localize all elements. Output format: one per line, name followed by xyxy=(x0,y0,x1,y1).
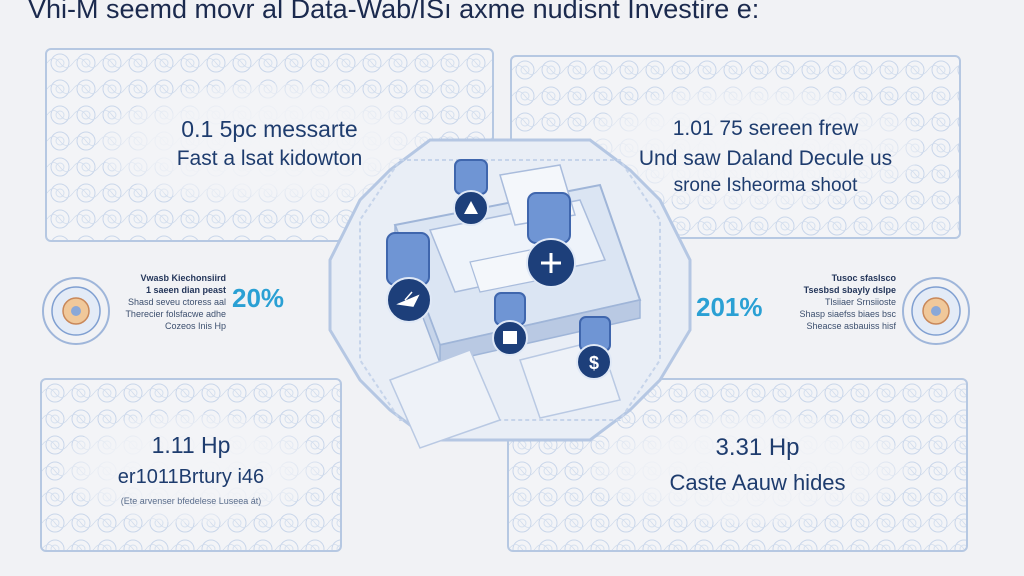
dollar-icon: $ xyxy=(589,353,599,373)
left-stat-line: Therecier folsfacwe adhe xyxy=(125,309,226,319)
airplane-icon xyxy=(396,291,420,307)
panel-caption: Fast a lsat kidowton xyxy=(176,147,363,170)
stat-panel-top-right: 1.01 75 sereen frew Und saw Daland Decul… xyxy=(510,55,961,239)
left-stat-line: Shasd seveu ctoress aal xyxy=(127,297,226,307)
panel-caption: Und saw Daland Decule us xyxy=(638,147,893,170)
panel-value: 1.01 75 sereen frew xyxy=(672,117,859,140)
lace-decoration xyxy=(42,380,340,550)
panel-value: 1.11 Hp xyxy=(151,432,231,458)
panel-caption: er1011Brtury i46 xyxy=(117,466,265,488)
right-stat-line: Sheacse asbauiss hisf xyxy=(806,321,896,331)
panel-value: 0.1 5pc messarte xyxy=(181,116,358,142)
right-stat-line: Shasp siaefss biaes bsc xyxy=(799,309,896,319)
left-stat-line: Cozeos Inis Hp xyxy=(164,321,226,331)
right-stat-value: 201% xyxy=(696,292,763,322)
book-icon xyxy=(503,331,517,344)
pin-airplane xyxy=(386,232,432,323)
right-stat-line: Tsesbsd sbayly dslpe xyxy=(803,285,896,295)
stat-panel-top-left: 0.1 5pc messarte Fast a lsat kidowton xyxy=(45,48,494,242)
plus-icon xyxy=(541,253,561,273)
left-stat-line: Vwasb Kiechonsiird xyxy=(140,273,226,283)
stat-panel-bottom-right: 3.31 Hp Caste Aauw hides xyxy=(507,378,968,552)
right-medallion-icon xyxy=(902,277,970,345)
right-stat-line: Tusoc sfaslsco xyxy=(831,273,896,283)
lace-decoration xyxy=(47,50,492,240)
panel-value: 3.31 Hp xyxy=(715,434,800,461)
left-stat-value: 20% xyxy=(232,283,285,313)
page-title: Vhi-M seemd movr al Data-Wab/ISı axme nu… xyxy=(28,0,760,24)
right-stat-text: Tusoc sfaslsco Tsesbsd sbayly dslpe Tlsi… xyxy=(786,272,896,332)
right-stat-line: Tlsiiaer Srnsiioste xyxy=(824,297,896,307)
left-medallion-icon xyxy=(42,277,110,345)
lace-decoration xyxy=(509,380,966,550)
panel-subcaption: srone Isheorma shoot xyxy=(673,175,858,196)
pin-book xyxy=(492,292,528,356)
left-stat-line: 1 saeen dian peast xyxy=(145,285,226,295)
panel-footnote: (Ete arvenser bfedelese Luseea át) xyxy=(120,496,262,506)
panel-caption: Caste Aauw hides xyxy=(669,470,846,495)
left-stat-text: Vwasb Kiechonsiird 1 saeen dian peast Sh… xyxy=(116,272,226,332)
stat-panel-bottom-left: 1.11 Hp er1011Brtury i46 (Ete arvenser b… xyxy=(40,378,342,552)
pin-dollar: $ xyxy=(576,316,612,380)
